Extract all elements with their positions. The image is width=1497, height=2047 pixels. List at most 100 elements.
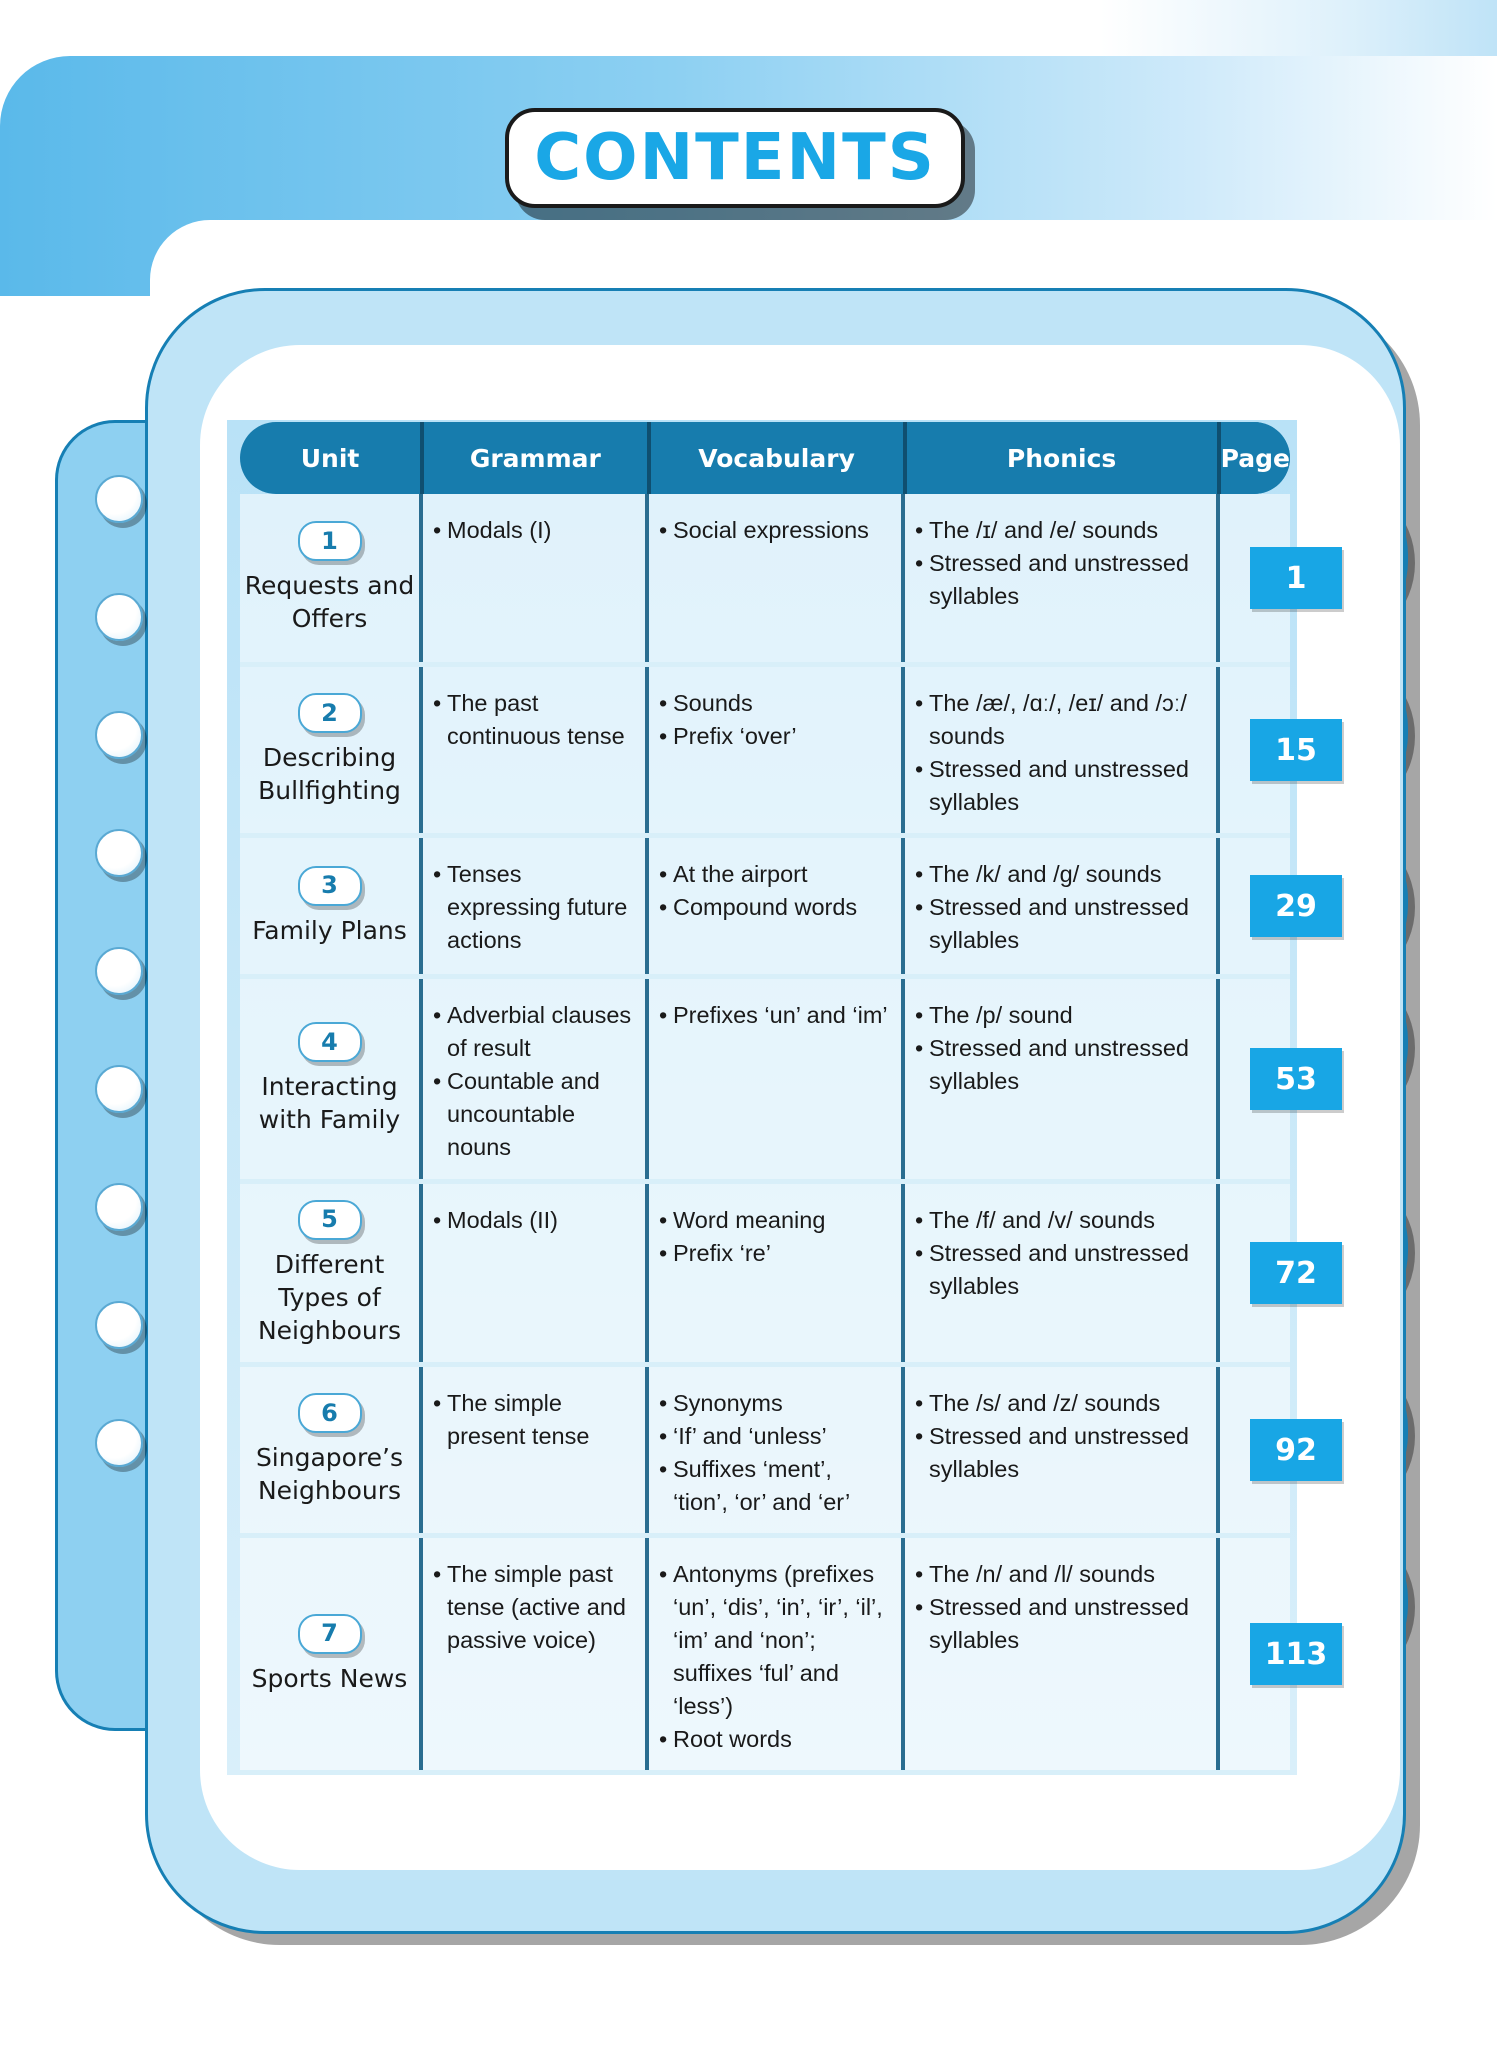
phonics-cell-list: The /æ/, /ɑː/, /eɪ/ and /ɔː/ soundsStres… [915,687,1208,819]
vocabulary-cell: Synonyms‘If’ and ‘unless’Suffixes ‘ment’… [649,1367,905,1533]
phonics-cell: The /ɪ/ and /e/ soundsStressed and unstr… [905,494,1220,662]
list-item: Sounds [659,687,893,720]
list-item: Stressed and unstressed syllables [915,891,1208,957]
grammar-cell-list: Tenses expressing future actions [433,858,637,957]
title-badge: CONTENTS [505,108,965,208]
grammar-cell: The simple present tense [423,1367,649,1533]
phonics-cell: The /æ/, /ɑː/, /eɪ/ and /ɔː/ soundsStres… [905,667,1220,833]
list-item: Tenses expressing future actions [433,858,637,957]
phonics-cell-list: The /s/ and /z/ soundsStressed and unstr… [915,1387,1208,1486]
grammar-cell-list: The simple past tense (active and passiv… [433,1558,637,1657]
list-item: ‘If’ and ‘unless’ [659,1420,893,1453]
page-cell: 15 [1220,667,1342,833]
page-cell: 1 [1220,494,1342,662]
vocabulary-cell: Prefixes ‘un’ and ‘im’ [649,979,905,1179]
header-phonics: Phonics [907,422,1221,494]
vocabulary-cell-list: SoundsPrefix ‘over’ [659,687,893,753]
page-number[interactable]: 15 [1250,719,1342,781]
vocabulary-cell-list: Social expressions [659,514,893,547]
phonics-cell-list: The /k/ and /g/ soundsStressed and unstr… [915,858,1208,957]
grammar-cell-list: The past continuous tense [433,687,637,753]
unit-number-badge: 4 [297,1022,362,1062]
grammar-cell-list: Modals (II) [433,1204,637,1237]
unit-number-badge: 5 [297,1199,362,1240]
phonics-cell-list: The /p/ soundStressed and unstressed syl… [915,999,1208,1098]
page-number[interactable]: 29 [1250,875,1342,937]
unit-title: Family Plans [252,915,407,945]
list-item: Compound words [659,891,893,924]
list-item: The /p/ sound [915,999,1208,1032]
list-item: The simple past tense (active and passiv… [433,1558,637,1657]
header-unit: Unit [240,422,425,494]
ring-icon [95,593,143,641]
unit-title: Requests and Offers [244,571,415,633]
unit-title: Describing Bullfighting [258,743,401,805]
vocabulary-cell-list: Word meaningPrefix ‘re’ [659,1204,893,1270]
unit-title: Different Types of Neighbours [257,1249,402,1345]
list-item: Modals (I) [433,514,637,547]
list-item: The /s/ and /z/ sounds [915,1387,1208,1420]
unit-title: Interacting with Family [258,1072,401,1134]
list-item: Suffixes ‘ment’, ‘tion’, ‘or’ and ‘er’ [659,1453,893,1519]
header-fade [1100,0,1497,60]
list-item: The /f/ and /v/ sounds [915,1204,1208,1237]
list-item: At the airport [659,858,893,891]
phonics-cell: The /s/ and /z/ soundsStressed and unstr… [905,1367,1220,1533]
unit-number-badge: 6 [297,1393,362,1433]
header-vocabulary: Vocabulary [651,422,907,494]
list-item: The /æ/, /ɑː/, /eɪ/ and /ɔː/ sounds [915,687,1208,753]
vocabulary-cell-list: Prefixes ‘un’ and ‘im’ [659,999,893,1032]
page-cell: 53 [1220,979,1342,1179]
grammar-cell: The simple past tense (active and passiv… [423,1538,649,1770]
list-item: Stressed and unstressed syllables [915,1237,1208,1303]
vocabulary-cell-list: Synonyms‘If’ and ‘unless’Suffixes ‘ment’… [659,1387,893,1519]
page-number[interactable]: 92 [1250,1419,1342,1481]
grammar-cell: The past continuous tense [423,667,649,833]
page-title: CONTENTS [534,121,936,195]
grammar-cell: Modals (II) [423,1184,649,1362]
vocabulary-cell-list: At the airportCompound words [659,858,893,924]
list-item: Adverbial clauses of result [433,999,637,1065]
list-item: The /n/ and /l/ sounds [915,1558,1208,1591]
phonics-cell-list: The /n/ and /l/ soundsStressed and unstr… [915,1558,1208,1657]
list-item: Stressed and unstressed syllables [915,1032,1208,1098]
list-item: The /ɪ/ and /e/ sounds [915,514,1208,547]
page-number[interactable]: 113 [1250,1623,1342,1685]
list-item: Word meaning [659,1204,893,1237]
ring-icon [95,711,143,759]
grammar-cell-list: The simple present tense [433,1387,637,1453]
vocabulary-cell-list: Antonyms (prefixes ‘un’, ‘dis’, ‘in’, ‘i… [659,1558,893,1756]
page-number[interactable]: 72 [1250,1242,1342,1304]
list-item: Prefixes ‘un’ and ‘im’ [659,999,893,1032]
page-number[interactable]: 1 [1250,547,1342,609]
grammar-cell-list: Modals (I) [433,514,637,547]
vocabulary-cell: At the airportCompound words [649,838,905,974]
ring-icon [95,1065,143,1113]
list-item: Countable and uncountable nouns [433,1065,637,1164]
list-item: Prefix ‘re’ [659,1237,893,1270]
ring-icon [95,1183,143,1231]
grammar-cell: Adverbial clauses of resultCountable and… [423,979,649,1179]
ring-icon [95,947,143,995]
ring-icon [95,1419,143,1467]
grammar-cell-list: Adverbial clauses of resultCountable and… [433,999,637,1164]
list-item: Antonyms (prefixes ‘un’, ‘dis’, ‘in’, ‘i… [659,1558,893,1723]
list-item: The past continuous tense [433,687,637,753]
phonics-cell-list: The /ɪ/ and /e/ soundsStressed and unstr… [915,514,1208,613]
grammar-cell: Tenses expressing future actions [423,838,649,974]
phonics-cell: The /k/ and /g/ soundsStressed and unstr… [905,838,1220,974]
page-number[interactable]: 53 [1250,1048,1342,1110]
unit-number-badge: 2 [297,693,362,733]
